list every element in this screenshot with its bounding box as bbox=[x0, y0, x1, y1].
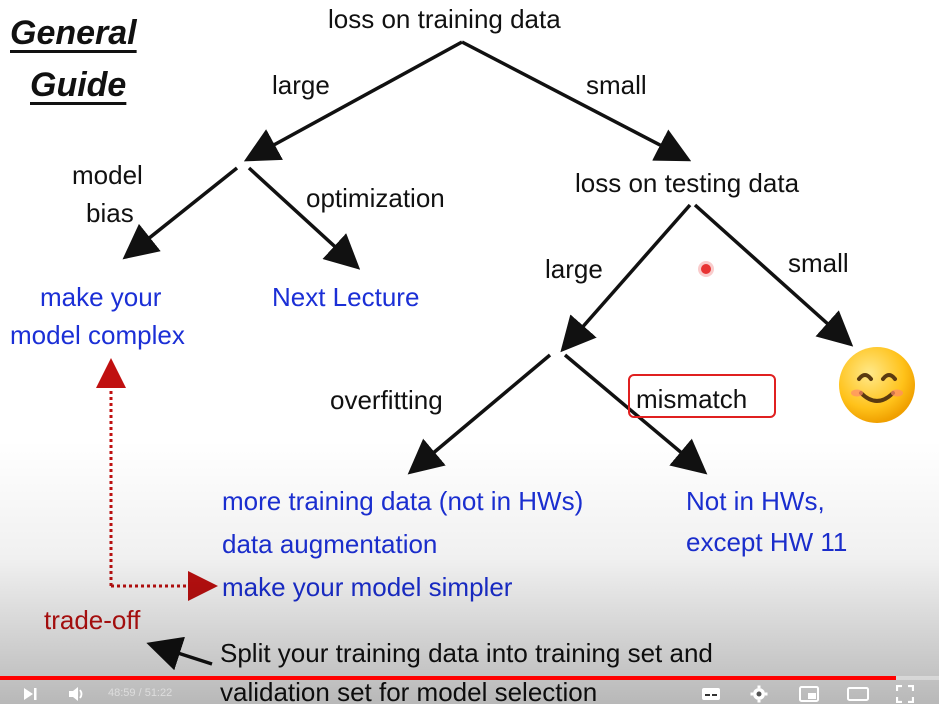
result-simpler: make your model simpler bbox=[222, 572, 513, 602]
result-not-in-hw-2: except HW 11 bbox=[686, 527, 848, 557]
fullscreen-icon[interactable] bbox=[894, 684, 916, 704]
edge-overfitting bbox=[407, 353, 552, 475]
result-next-lecture: Next Lecture bbox=[272, 282, 420, 312]
smiley-icon bbox=[837, 345, 917, 430]
pointer-dot bbox=[701, 264, 711, 274]
label-optimization: optimization bbox=[306, 183, 445, 213]
label-mismatch: mismatch bbox=[636, 384, 748, 414]
label-large-training: large bbox=[272, 70, 330, 100]
subtitles-icon[interactable] bbox=[700, 684, 722, 704]
label-bias: bias bbox=[86, 198, 134, 228]
title-guide: Guide bbox=[30, 66, 127, 104]
tradeoff-dotted-link bbox=[96, 358, 218, 601]
label-model: model bbox=[72, 160, 143, 190]
edge-test-large bbox=[560, 203, 692, 353]
edge-split-tradeoff bbox=[146, 636, 213, 671]
node-training-loss: loss on training data bbox=[328, 4, 561, 34]
volume-icon[interactable] bbox=[66, 684, 88, 704]
note-split-1: Split your training data into training s… bbox=[220, 638, 713, 668]
label-small-testing: small bbox=[788, 248, 849, 278]
note-split-2: validation set for model selection bbox=[220, 677, 598, 707]
result-more-data: more training data (not in HWs) bbox=[222, 486, 584, 516]
edge-model-bias bbox=[122, 166, 239, 260]
node-testing-loss: loss on testing data bbox=[575, 168, 800, 198]
next-icon[interactable] bbox=[20, 684, 40, 704]
player-controls: 48:59 / 51:22 bbox=[0, 684, 939, 704]
edge-root-large bbox=[243, 40, 463, 162]
title-general: General bbox=[10, 14, 137, 52]
progress-bar[interactable] bbox=[0, 676, 939, 680]
time-display: 48:59 / 51:22 bbox=[108, 687, 173, 699]
label-tradeoff: trade-off bbox=[44, 605, 141, 635]
miniplayer-icon[interactable] bbox=[798, 684, 820, 704]
settings-icon[interactable] bbox=[748, 684, 770, 704]
result-augmentation: data augmentation bbox=[222, 529, 438, 559]
result-not-in-hw-1: Not in HWs, bbox=[686, 486, 825, 516]
progress-bar-fill bbox=[0, 676, 896, 680]
result-make-complex-2: model complex bbox=[10, 320, 185, 350]
label-large-testing: large bbox=[545, 254, 603, 284]
label-small-training: small bbox=[586, 70, 647, 100]
edge-optimization bbox=[247, 166, 361, 270]
mismatch-highlight-box bbox=[628, 374, 776, 418]
result-make-complex-1: make your bbox=[40, 282, 162, 312]
edge-root-small bbox=[461, 40, 692, 162]
theater-icon[interactable] bbox=[846, 684, 870, 704]
edge-test-small bbox=[693, 203, 854, 347]
label-overfitting: overfitting bbox=[330, 385, 443, 415]
